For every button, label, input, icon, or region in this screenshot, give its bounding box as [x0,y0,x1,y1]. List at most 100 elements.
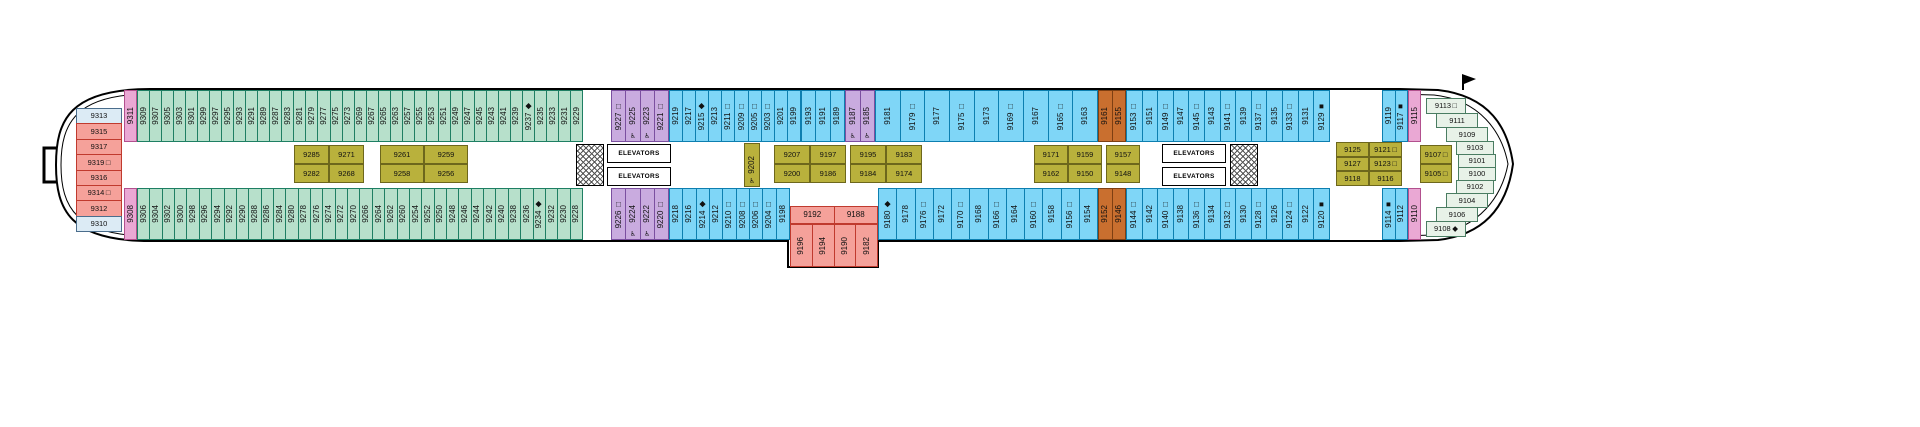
cabin-number: 9174 [895,168,913,178]
cabin-9218: 9218 [669,188,684,240]
cabin-number: 9280 [286,205,296,223]
cabin-9191: 9191 [815,90,831,142]
cabin-number: 9126 [1269,205,1279,223]
cabin-number: 9303 [174,107,184,125]
bottom-row-purple-left: 9226 □9224♿9222♿9220 □ [611,188,669,240]
cabin-number: 9223 [642,107,652,125]
cabin-9110: 9110 [1408,188,1421,240]
cabin-9133: 9133 □ [1282,90,1299,142]
cabin-9102: 9102 [1456,180,1494,194]
cabin-9135: 9135 [1266,90,1284,142]
cabin-number: 9110 [1409,205,1419,223]
cabin-number: 9135 [1269,107,1279,125]
cabin-number: 9244 [472,205,482,223]
cabin-9207: 9207 [774,145,810,164]
cabin-9315: 9315 [76,123,122,140]
cabin-number: 9277 [318,107,328,125]
cabin-number: 9113 □ [1434,101,1458,111]
cabin-number: 9298 [188,205,198,223]
cabin-9174: 9174 [886,164,922,183]
cabin-9152: 9152 [1098,188,1113,240]
cabin-number: 9204 □ [764,199,774,229]
cabin-number: 9292 [225,205,235,223]
cabin-number: 9198 [777,205,787,223]
cabin-number: 9262 [385,205,395,223]
cabin-number: 9281 [294,107,304,125]
cabin-9276: 9276 [310,188,324,240]
cabin-number: 9238 [509,205,519,223]
cabin-number: 9151 [1144,107,1154,125]
cabin-number: 9189 [832,107,842,125]
bow-flag-icon [1462,74,1476,90]
cabin-number: 9106 [1448,209,1466,219]
cabin-number: 9183 [895,149,913,159]
cabin-number: 9152 [1100,205,1110,223]
cabin-number: 9235 [535,107,545,125]
cabin-9104: 9104 [1446,193,1488,208]
cabin-number: 9269 [355,107,365,125]
cabin-number: 9205 □ [749,101,759,131]
cabin-9146: 9146 [1111,188,1126,240]
cabin-number: 9117 ■ [1396,102,1406,130]
cabin-9130: 9130 [1235,188,1252,240]
cabin-number: 9138 [1176,205,1186,223]
cabin-number: 9270 [348,205,358,223]
cabin-9313: 9313 [76,108,122,125]
stairs-aft [576,144,604,186]
cabin-number: 9302 [163,205,173,223]
cabin-number: 9193 [803,107,813,125]
top-row-pink-stern: 9311 [124,90,137,142]
cabin-number: 9202 [747,156,756,174]
cabin-9285: 9285 [294,145,329,164]
cabin-number: 9304 [151,205,161,223]
cabin-9204: 9204 □ [762,188,777,240]
cabin-number: 9191 [817,107,827,125]
cabin-9167: 9167 [1023,90,1049,142]
wheelchair-icon: ♿ [749,177,755,185]
cabin-9288: 9288 [248,188,262,240]
cabin-number: 9267 [367,107,377,125]
cabin-number: 9136 □ [1191,199,1201,229]
cabin-number: 9125 [1344,144,1361,154]
cabin-9319: 9319 □ [76,154,122,171]
cabin-9175: 9175 □ [949,90,975,142]
top-row-purple-left: 9227 □9225♿9223♿9221 □ [611,90,669,142]
wheelchair-icon: ♿ [644,132,651,140]
cabin-number: 9295 [222,107,232,125]
cabin-9122: 9122 [1297,188,1315,240]
cabin-number: 9263 [391,107,401,125]
cabin-number: 9145 □ [1191,101,1201,131]
cabin-9105: 9105 □ [1420,164,1452,183]
cabin-number: 9279 [306,107,316,125]
cabin-number: 9133 □ [1285,101,1295,131]
cabin-number: 9290 [237,205,247,223]
cabin-9142: 9142 [1141,188,1159,240]
cabin-number: 9148 [1114,168,1132,178]
cabin-9109: 9109 [1446,127,1488,142]
top-row-pink-bow: 9115 [1408,90,1421,142]
cabin-9199: 9199 [786,90,801,142]
cabin-number: 9177 [932,107,942,125]
cabin-9208: 9208 □ [735,188,750,240]
cabin-number: 9264 [373,205,383,223]
cabin-number: 9275 [331,107,341,125]
cabin-number: 9246 [460,205,470,223]
cabin-9187: 9187♿ [845,90,861,142]
cabin-9141: 9141 □ [1219,90,1237,142]
cabin-number: 9104 [1458,195,1476,205]
wheelchair-icon: ♿ [849,132,856,140]
bottom-row-pink-bow: 9110 [1408,188,1421,240]
cabin-9180: 9180 ◆ [878,188,898,240]
cabin-number: 9206 □ [751,199,761,229]
cabin-number: 9309 [138,107,148,125]
cabin-number: 9312 [90,203,108,213]
cabin-number: 9203 □ [762,101,772,131]
cabin-number: 9286 [262,205,272,223]
cabin-9121: 9121 □ [1369,142,1402,157]
top-row-blue-b: 9193 9191 9189 [801,90,845,142]
